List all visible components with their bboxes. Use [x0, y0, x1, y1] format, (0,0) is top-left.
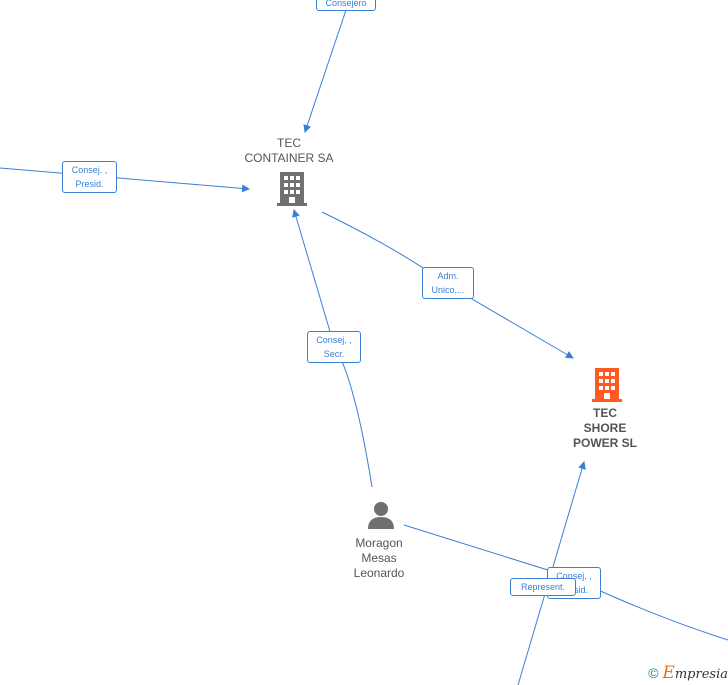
edge-consej-presid-left [0, 167, 250, 193]
edge-label-consej-presid-left[interactable]: Consej. , Presid. [62, 161, 117, 193]
copyright-icon: © [648, 665, 659, 681]
node-label-tec-shore: TEC SHORE POWER SL [572, 406, 637, 450]
node-moragon[interactable]: Moragon Mesas Leonardo [329, 536, 429, 581]
person-icon [368, 502, 394, 529]
node-tec-shore[interactable]: TEC SHORE POWER SL [555, 406, 655, 451]
edge-consejero [303, 9, 347, 133]
edge-label-represent[interactable]: Represent. [510, 578, 576, 596]
main-building-icon [592, 368, 622, 402]
node-label-tec-container: TEC CONTAINER SA [244, 136, 334, 165]
building-icon [277, 172, 307, 206]
edge-label-consej-secr[interactable]: Consej. , Secr. [307, 331, 361, 363]
brand-logo: Empresia [662, 663, 728, 683]
node-label-moragon: Moragon Mesas Leonardo [353, 536, 405, 580]
edge-label-adm-unico[interactable]: Adm. Unico,... [422, 267, 474, 299]
node-tec-container[interactable]: TEC CONTAINER SA [230, 136, 348, 166]
edge-label-consejero[interactable]: Consejero [316, 0, 376, 11]
brand-watermark: © Empresia [648, 663, 728, 683]
